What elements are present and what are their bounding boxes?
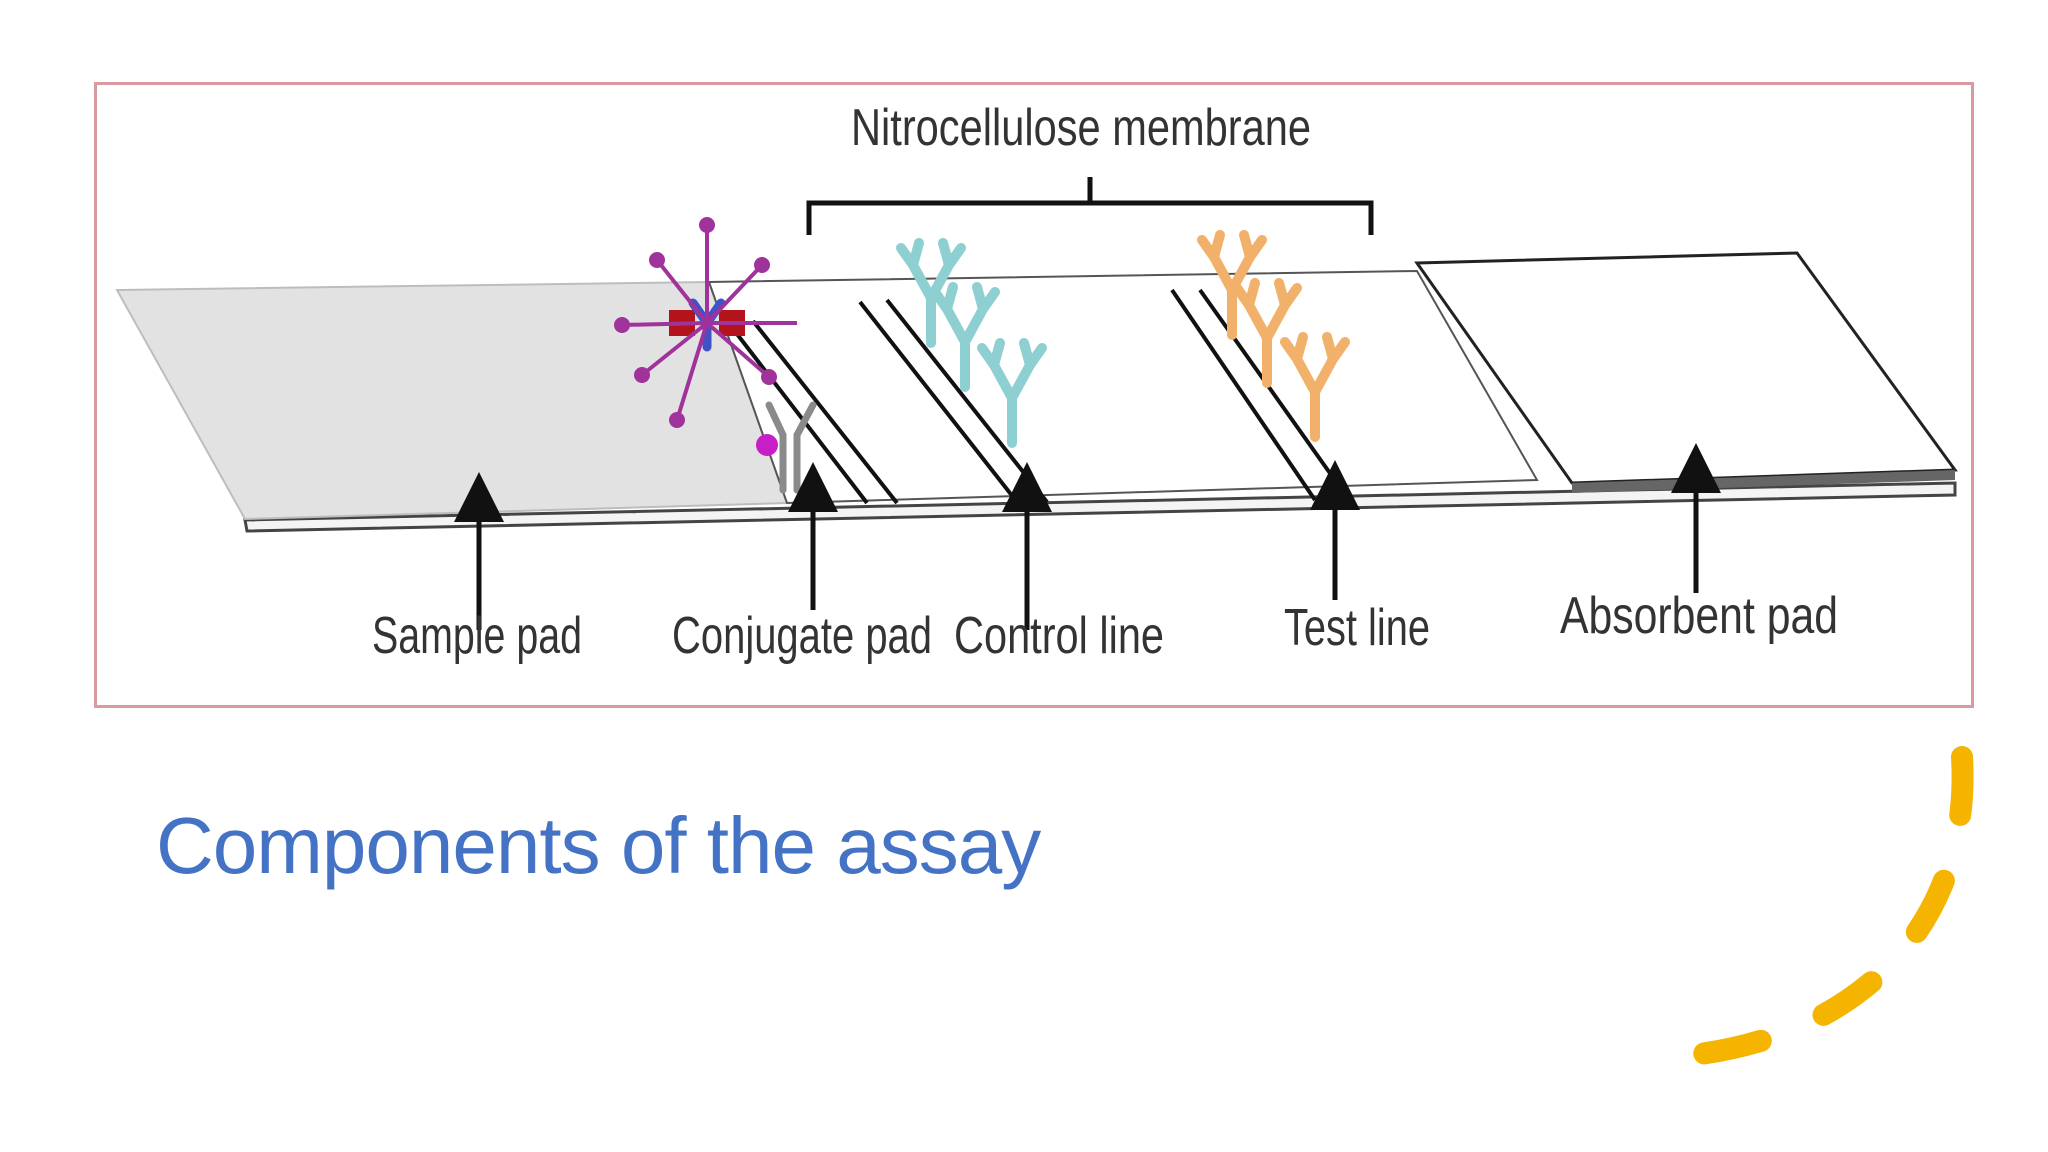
nitrocellulose-membrane xyxy=(707,269,1539,505)
pointer-arrows xyxy=(454,443,1721,630)
lateral-flow-diagram-frame: Nitrocellulose membrane Sample pad Conju… xyxy=(94,82,1974,708)
conjugate-complex xyxy=(614,217,817,494)
membrane-bracket xyxy=(806,177,1374,235)
label-membrane: Nitrocellulose membrane xyxy=(851,99,1311,157)
backing-strip xyxy=(243,481,1957,533)
label-conjugate-pad: Conjugate pad xyxy=(672,607,932,665)
slide-title: Components of the assay xyxy=(156,801,1041,890)
label-sample-pad: Sample pad xyxy=(372,607,582,665)
label-test-line: Test line xyxy=(1284,599,1430,657)
label-absorbent-pad: Absorbent pad xyxy=(1560,587,1838,645)
lateral-flow-strip-diagram: Nitrocellulose membrane Sample pad Conju… xyxy=(115,99,1958,665)
label-control-line: Control line xyxy=(954,607,1164,665)
conjugate-pad xyxy=(725,319,899,505)
